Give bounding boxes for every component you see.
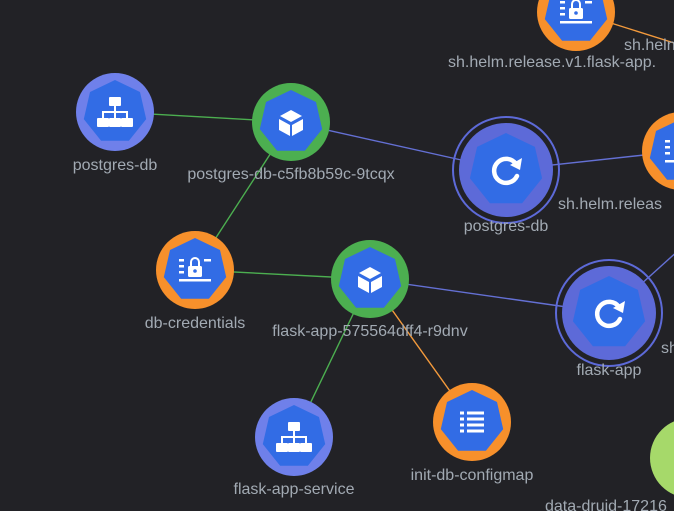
lock-list-icon	[179, 257, 211, 282]
node-label: init-db-configmap	[411, 467, 534, 484]
node-label: flask-app-575564dff4-r9dnv	[272, 323, 467, 340]
cube-icon	[279, 110, 303, 136]
node-label: sh.heln	[624, 37, 674, 54]
node-helm-top-label[interactable]: sh.heln	[624, 37, 674, 54]
lock-list-icon	[560, 0, 592, 24]
release-ring	[452, 116, 560, 224]
node-label: flask-app	[577, 362, 642, 379]
network-icon	[97, 97, 133, 127]
node-helm-release-postgres-secret[interactable]: sh.helm.releas	[558, 112, 674, 213]
node-flask-app-service[interactable]: flask-app-service	[234, 398, 355, 498]
node-flask-app-pod[interactable]: flask-app-575564dff4-r9dnv	[272, 240, 468, 340]
node-postgres-db-release[interactable]: postgres-db	[452, 116, 560, 235]
node-label: sh	[661, 340, 674, 357]
node-helm-release-flask-secret[interactable]: sh.helm.release.v1.flask-app.	[448, 0, 656, 71]
node-postgres-db-service[interactable]: postgres-db	[73, 73, 158, 174]
secret-ring	[642, 112, 674, 190]
sync-icon	[491, 156, 522, 186]
node-label: sh.helm.releas	[558, 196, 662, 213]
node-label: sh.helm.release.v1.flask-app.	[448, 54, 656, 71]
node-db-credentials[interactable]: db-credentials	[145, 231, 246, 332]
network-icon	[276, 422, 312, 452]
node-data-druid[interactable]: data-druid-17216	[545, 418, 674, 511]
node-postgres-db-pod[interactable]: postgres-db-c5fb8b59c-9tcqx	[187, 83, 395, 183]
release-ring	[555, 259, 663, 367]
lock-list-icon	[665, 140, 674, 163]
secret-ring	[537, 0, 615, 51]
sync-icon	[594, 299, 625, 329]
nodes-layer: postgres-db postgres-db-c5fb8b59c-9tcqx …	[73, 0, 674, 511]
node-label: postgres-db-c5fb8b59c-9tcqx	[187, 166, 394, 183]
list-icon	[460, 411, 484, 433]
node-label: flask-app-service	[234, 481, 355, 498]
partial-ring	[650, 421, 674, 495]
node-label: db-credentials	[145, 315, 246, 332]
node-label: data-druid-17216	[545, 498, 667, 511]
node-label: postgres-db	[464, 218, 549, 235]
cube-icon	[358, 267, 382, 293]
configmap-ring	[433, 383, 511, 461]
node-label: postgres-db	[73, 157, 158, 174]
node-init-db-configmap[interactable]: init-db-configmap	[411, 383, 534, 484]
node-flask-app-release[interactable]: flask-app	[555, 259, 663, 379]
node-sh-partial-label[interactable]: sh	[661, 340, 674, 357]
